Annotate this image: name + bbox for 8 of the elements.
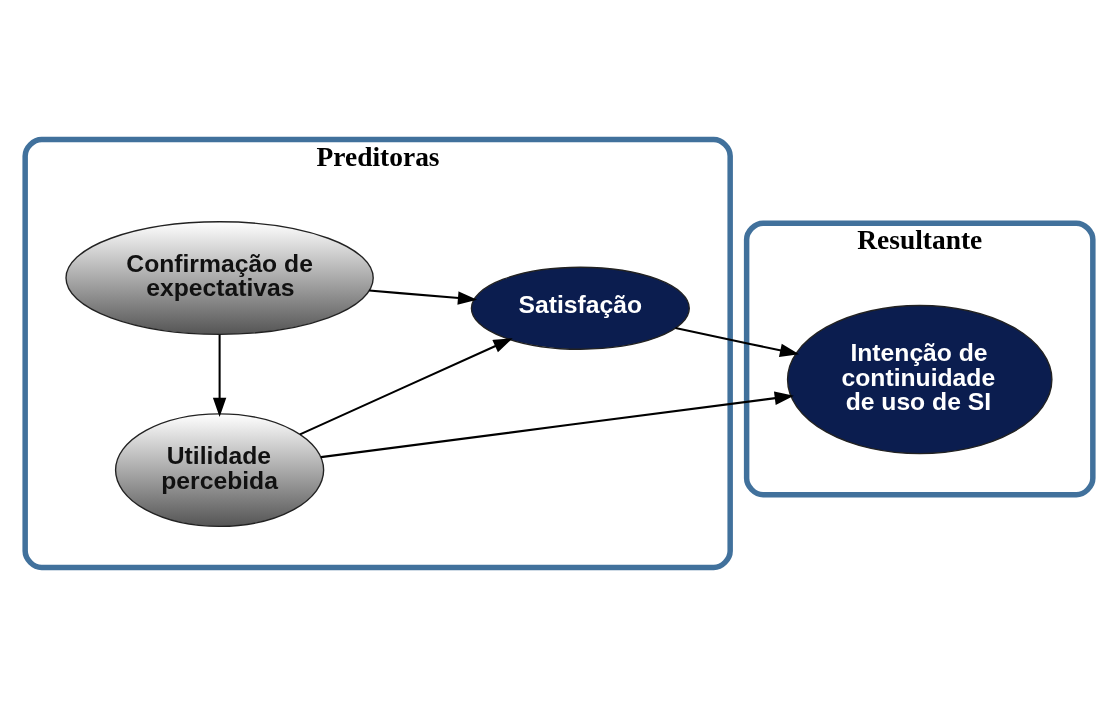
node-ellipse: Intenção de continuidade de uso de SI bbox=[786, 304, 1053, 454]
arrow bbox=[299, 337, 513, 435]
arrow bbox=[675, 326, 800, 357]
node-ellipse: Confirmação de expectativas bbox=[65, 220, 374, 335]
arrow bbox=[369, 289, 478, 305]
arrow bbox=[320, 391, 794, 458]
arrow bbox=[212, 334, 227, 417]
node-ellipse: Utilidade percebida bbox=[114, 412, 325, 527]
